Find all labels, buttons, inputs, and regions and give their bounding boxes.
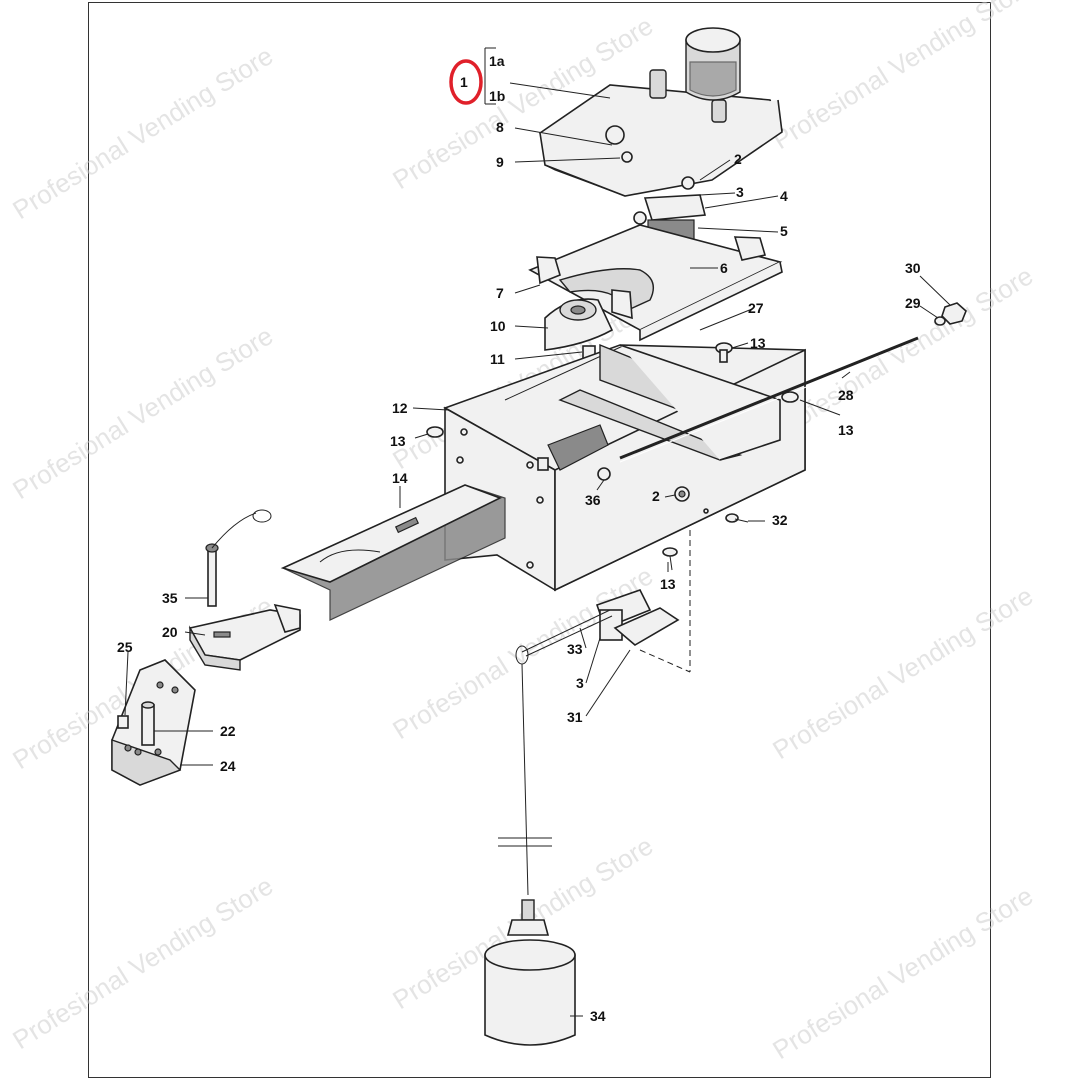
part-13-screws [414, 342, 799, 571]
label-part-3: 3 [736, 184, 744, 200]
part-28-rod [619, 336, 919, 463]
label-part-1: 1 [460, 74, 468, 90]
label-part-32: 32 [772, 512, 788, 528]
label-part-13: 13 [660, 576, 676, 592]
label-part-27: 27 [748, 300, 764, 316]
label-part-8: 8 [496, 119, 504, 135]
label-part-7: 7 [496, 285, 504, 301]
label-part-13: 13 [838, 422, 854, 438]
label-part-29: 29 [905, 295, 921, 311]
leader-lines [124, 47, 951, 1017]
label-part-3: 3 [576, 675, 584, 691]
label-part-11: 11 [490, 351, 505, 367]
label-part-35: 35 [162, 590, 178, 606]
part-2-36-32-fasteners [597, 467, 749, 523]
watermark-text: Profesional Vending Store [767, 880, 1038, 1065]
part-29-30-nut-washer [934, 302, 967, 326]
label-part-13: 13 [750, 335, 766, 351]
label-part-1a: 1a [489, 53, 505, 69]
part-1-motor-housing [539, 27, 783, 197]
label-part-24: 24 [220, 758, 236, 774]
part-34-float [484, 663, 576, 1046]
label-part-30: 30 [905, 260, 921, 276]
highlight-circle [449, 59, 483, 105]
watermark-text: Profesional Vending Store [767, 580, 1038, 765]
watermark-text: Profesional Vending Store [7, 870, 278, 1055]
label-part-5: 5 [780, 223, 788, 239]
label-part-14: 14 [392, 470, 408, 486]
watermark-text: Profesional Vending Store [767, 260, 1038, 445]
label-part-28: 28 [838, 387, 854, 403]
watermark-text: Profesional Vending Store [7, 320, 278, 505]
label-part-10: 10 [490, 318, 506, 334]
label-part-34: 34 [590, 1008, 606, 1024]
label-part-31: 31 [567, 709, 583, 725]
part-10-11-cam [544, 298, 614, 361]
label-part-36: 36 [585, 492, 601, 508]
part-20-bracket [188, 603, 301, 671]
label-part-12: 12 [392, 400, 408, 416]
label-part-2: 2 [734, 151, 742, 167]
label-part-33: 33 [567, 641, 583, 657]
label-part-22: 22 [220, 723, 236, 739]
label-part-2: 2 [652, 488, 660, 504]
part-35-pin [205, 509, 272, 607]
watermark-text: Profesional Vending Store [767, 0, 1038, 155]
label-part-25: 25 [117, 639, 133, 655]
part-3-4-5-micro-switch [633, 176, 707, 241]
watermark-text: Profesional Vending Store [387, 560, 658, 745]
label-part-6: 6 [720, 260, 728, 276]
part-14-slider [280, 484, 506, 621]
part-labels: 1 1a 1b 8 9 2 3 4 5 6 7 10 11 27 13 30 2… [117, 53, 921, 1024]
part-31-33-float-arm [515, 530, 691, 673]
label-part-1b: 1b [489, 88, 505, 104]
label-part-4: 4 [780, 188, 788, 204]
label-part-13: 13 [390, 433, 406, 449]
label-part-9: 9 [496, 154, 504, 170]
part-22-24-25-block [111, 659, 196, 786]
watermark-text: Profesional Vending Store [7, 40, 278, 225]
label-part-20: 20 [162, 624, 178, 640]
